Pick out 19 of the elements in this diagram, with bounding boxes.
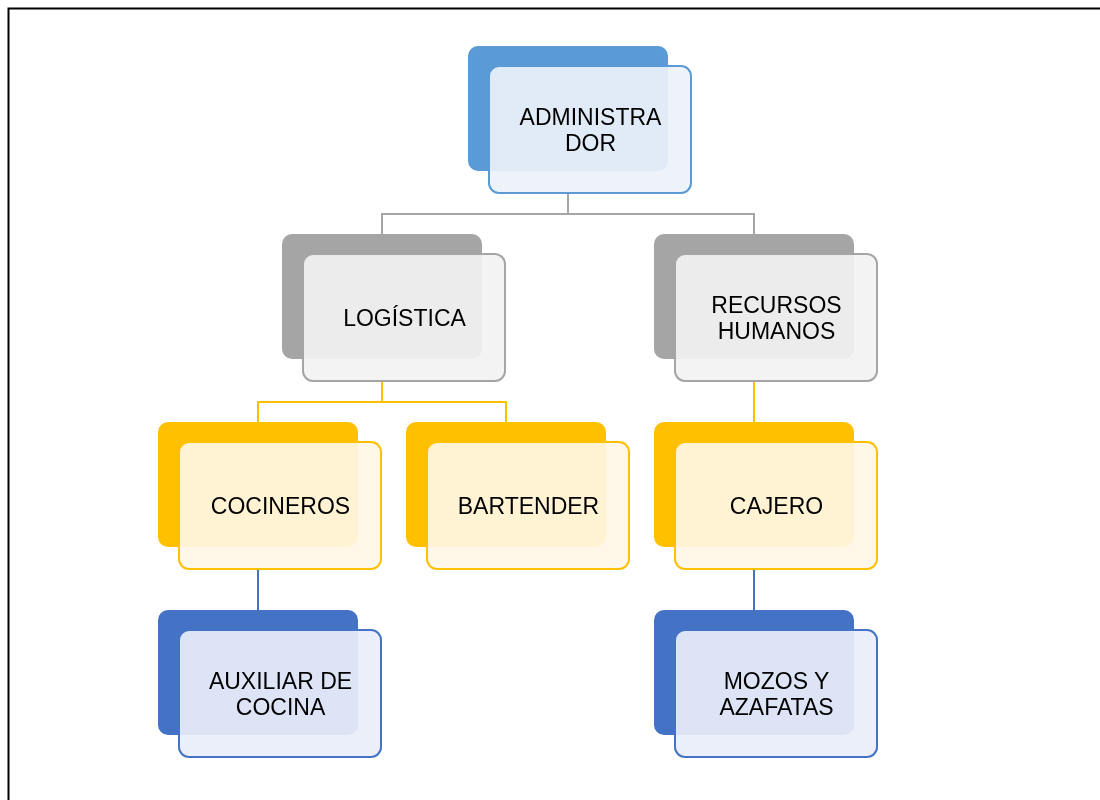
org-chart-card [158, 422, 382, 570]
org-chart-card [654, 422, 878, 570]
card-label: RECURSOS HUMANOS [710, 292, 843, 344]
org-chart-card [654, 234, 878, 382]
connector-line [257, 569, 259, 611]
connector-line [753, 569, 755, 611]
connector-line [753, 381, 755, 423]
card-label: ADMINISTRA DOR [518, 104, 663, 156]
card-label: COCINEROS [210, 493, 351, 519]
org-chart-card [406, 422, 630, 570]
card-label: LOGÍSTICA [343, 305, 466, 331]
card-label: BARTENDER [457, 493, 600, 519]
card-label: AUXILIAR DE COCINA [207, 668, 354, 720]
org-chart-card [282, 234, 506, 382]
card-label: MOZOS Y AZAFATAS [718, 668, 835, 720]
org-chart-card [654, 610, 878, 758]
org-chart-card [468, 46, 692, 194]
org-chart-card [158, 610, 382, 758]
card-label: CAJERO [729, 493, 824, 519]
